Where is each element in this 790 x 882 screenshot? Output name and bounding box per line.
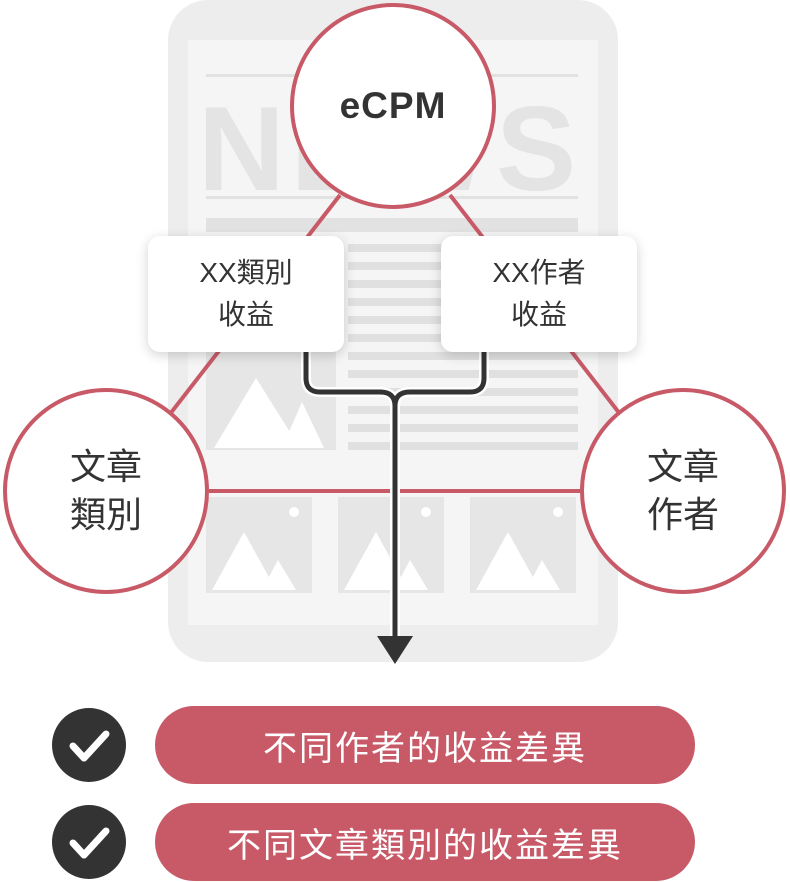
result-label: 不同作者的收益差異 [263,729,587,768]
thumbnail-row [206,497,576,593]
check-icon [52,708,126,782]
article-author-node: 文章 作者 [580,388,786,594]
result-category-difference: 不同文章類別的收益差異 [155,803,695,881]
check-icon [52,805,126,879]
category-revenue-card: XX類別 收益 [148,236,344,352]
result-author-difference: 不同作者的收益差異 [155,706,695,784]
arrow-down-icon [301,352,489,664]
article-category-node: 文章 類別 [3,388,209,594]
ecpm-label: eCPM [339,85,447,126]
article-author-label: 文章 作者 [646,446,719,535]
result-label: 不同文章類別的收益差異 [227,826,623,865]
author-revenue-card: XX作者 收益 [441,236,637,352]
ecpm-node: eCPM [290,3,496,209]
category-revenue-label: XX類別 收益 [199,257,293,330]
author-revenue-label: XX作者 收益 [492,257,586,330]
article-category-label: 文章 類別 [69,446,142,535]
